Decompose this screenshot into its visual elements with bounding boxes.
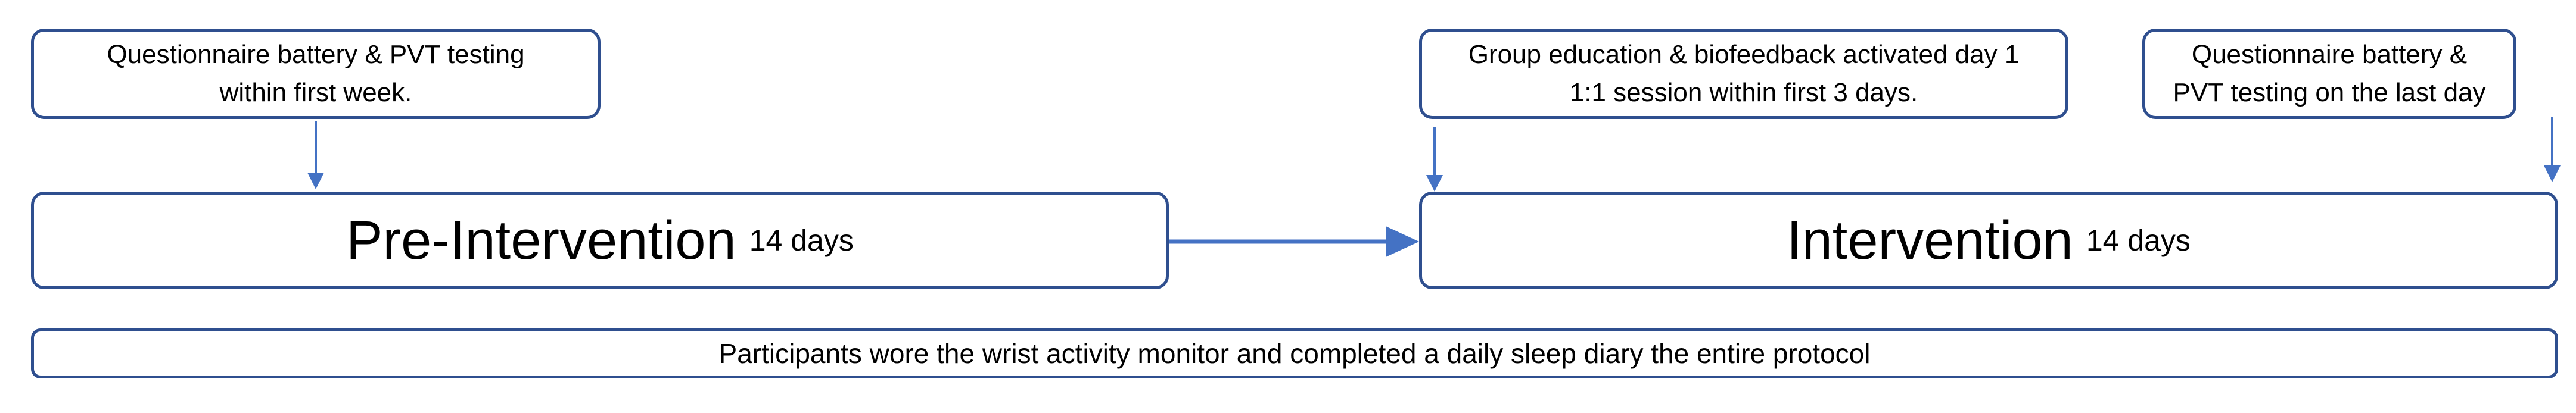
intervention-label: Intervention: [1787, 210, 2073, 271]
pre-intervention-phase: Pre-Intervention 14 days: [31, 192, 1169, 289]
post-testing-note-line-1: Questionnaire battery &: [2191, 40, 2468, 70]
intervention-phase: Intervention 14 days: [1419, 192, 2558, 289]
phase-transition-arrow: [1169, 226, 1419, 257]
pre-testing-note-line-2: within first week.: [219, 78, 412, 107]
education-note-line-2: 1:1 session within first 3 days.: [1569, 78, 1918, 107]
pre-testing-note: Questionnaire battery & PVT testing with…: [31, 29, 601, 119]
protocol-footer: Participants wore the wrist activity mon…: [31, 328, 2558, 378]
education-down-arrow: [1426, 127, 1443, 192]
post-testing-down-arrow: [2544, 117, 2561, 182]
pre-testing-down-arrow: [307, 121, 324, 189]
education-note: Group education & biofeedback activated …: [1419, 29, 2068, 119]
education-note-line-1: Group education & biofeedback activated …: [1468, 40, 2020, 70]
intervention-duration: 14 days: [2086, 224, 2191, 257]
pre-intervention-duration: 14 days: [749, 224, 854, 257]
pre-intervention-label: Pre-Intervention: [346, 210, 736, 271]
post-testing-note: Questionnaire battery & PVT testing on t…: [2142, 29, 2516, 119]
protocol-footer-text: Participants wore the wrist activity mon…: [718, 338, 1871, 369]
post-testing-note-line-2: PVT testing on the last day: [2173, 78, 2486, 107]
pre-testing-note-line-1: Questionnaire battery & PVT testing: [107, 40, 525, 70]
